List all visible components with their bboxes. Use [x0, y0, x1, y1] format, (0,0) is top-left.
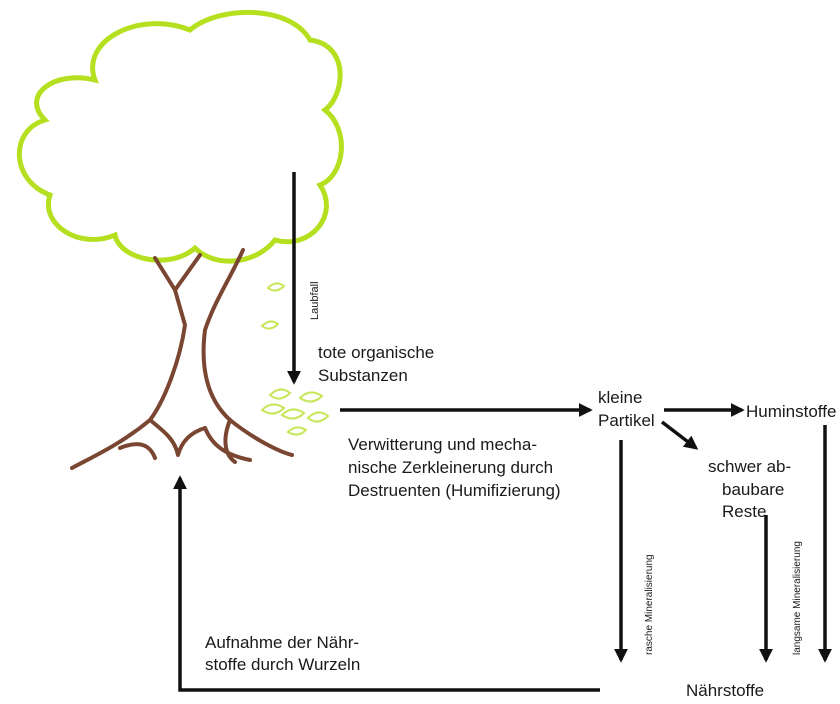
- schwer-abbaubare-reste-label-1: schwer ab-: [708, 457, 791, 476]
- leaf-icon: [306, 411, 330, 423]
- aufnahme-label-1: Aufnahme der Nähr-: [205, 633, 359, 652]
- tree-crown: [16, 9, 344, 264]
- verwitterung-label-3: Destruenten (Humifizierung): [348, 481, 561, 500]
- arrow-to-reste: [660, 420, 699, 450]
- leaf-icons: [260, 282, 330, 436]
- laubfall-label: Laubfall: [309, 281, 321, 320]
- langsame-mineralisierung-label: langsame Mineralisierung: [792, 541, 803, 655]
- schwer-abbaubare-reste-label-2: baubare: [722, 480, 784, 499]
- verwitterung-label-2: nische Zerkleinerung durch: [348, 458, 553, 477]
- naehrstoffe-label: Nährstoffe: [686, 681, 764, 700]
- arrows: [173, 172, 832, 692]
- kleine-partikel-label-1: kleine: [598, 388, 642, 407]
- verwitterung-label-1: Verwitterung und mecha-: [348, 435, 537, 454]
- leaf-icon: [286, 426, 308, 436]
- leaf-icon: [268, 388, 292, 400]
- aufnahme-label-2: stoffe durch Wurzeln: [205, 655, 360, 674]
- rasche-mineralisierung-label: rasche Mineralisierung: [644, 554, 655, 655]
- leaf-icon: [280, 408, 306, 420]
- huminstoffe-label: Huminstoffe: [746, 402, 836, 421]
- schwer-abbaubare-reste-label-3: Reste: [722, 502, 766, 521]
- arrow-aufnahme: [173, 475, 600, 692]
- kleine-partikel-label-2: Partikel: [598, 411, 655, 430]
- leaf-icon: [266, 282, 286, 292]
- tote-substanzen-label-2: Substanzen: [318, 366, 408, 385]
- tree-trunk: [70, 248, 294, 470]
- leaf-icon: [260, 403, 286, 415]
- leaf-icon: [298, 391, 324, 403]
- leaf-icon: [260, 320, 280, 330]
- tote-substanzen-label-1: tote organische: [318, 343, 434, 362]
